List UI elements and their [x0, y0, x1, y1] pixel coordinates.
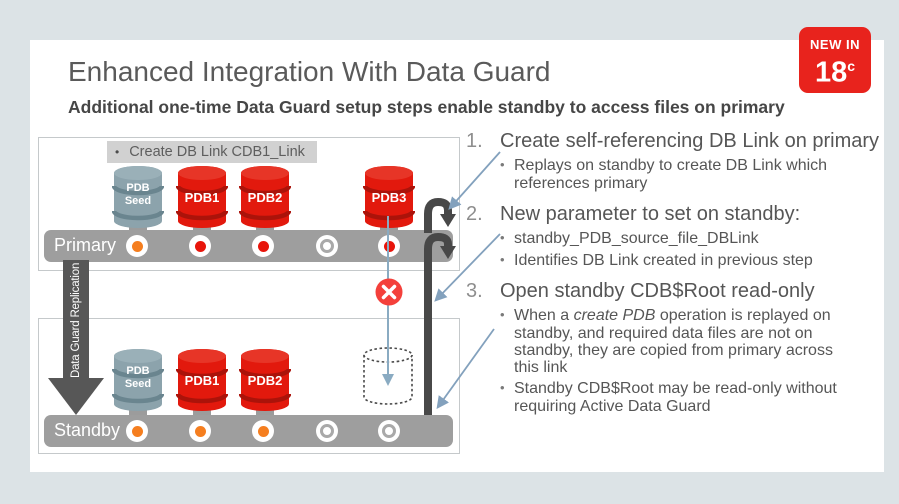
replication-arrow-label: Data Guard Replication	[70, 262, 82, 378]
database-cylinder-icon	[362, 166, 416, 236]
bullet-text-italic: create PDB	[573, 307, 656, 325]
status-dot-inner	[320, 239, 334, 253]
pdb-seed-cylinder-primary: PDB Seed	[111, 166, 165, 236]
step-2-bullet-2: Identifies DB Link created in previous s…	[500, 252, 844, 269]
status-dot-inner	[383, 240, 395, 252]
step-3-title: Open standby CDB$Root read-only	[500, 279, 815, 302]
step-1-bullet-1: Replays on standby to create DB Link whi…	[500, 157, 844, 192]
pdb-label: PDB1	[184, 373, 220, 388]
create-db-link-label: Create DB Link CDB1_Link	[107, 141, 317, 163]
bullet-text: standby_PDB_source_file_DBLink	[514, 230, 759, 248]
step-2-bullet-1: standby_PDB_source_file_DBLink	[500, 230, 844, 247]
step-3-bullet-1: When a create PDB operation is replayed …	[500, 307, 844, 376]
step-2: 2. New parameter to set on standby: stan…	[466, 202, 882, 269]
bullet-text: Standby CDB$Root may be read-only withou…	[514, 380, 837, 415]
step-1-number: 1.	[466, 130, 483, 152]
step-2-title: New parameter to set on standby:	[500, 202, 801, 225]
pdb-status-dot	[189, 235, 211, 257]
pdb-label: PDB Seed	[124, 365, 152, 391]
pdb-label: PDB2	[247, 190, 283, 205]
badge-line1: NEW IN	[810, 37, 860, 52]
pdb-label: PDB Seed	[124, 182, 152, 208]
status-dot-inner	[194, 240, 206, 252]
pdb2-cylinder-primary: PDB2	[238, 166, 292, 236]
pdb-label: PDB2	[247, 373, 283, 388]
status-dot-inner	[257, 240, 269, 252]
badge-version: 18c	[799, 52, 871, 87]
pdb-label: PDB1	[184, 190, 220, 205]
bullet-text: Replays on standby to create DB Link whi…	[514, 157, 828, 192]
database-cylinder-icon	[175, 166, 229, 236]
step-1-title: Create self-referencing DB Link on prima…	[500, 130, 880, 152]
pdb-seed-cylinder-standby: PDB Seed	[111, 349, 165, 419]
pdb-status-dot	[378, 420, 400, 442]
step-3-bullet-2: Standby CDB$Root may be read-only withou…	[500, 380, 844, 415]
pdb-status-dot	[316, 420, 338, 442]
bullet-text: When a	[514, 307, 574, 325]
bullet-text: Identifies DB Link created in previous s…	[514, 251, 813, 269]
pdb1-cylinder-standby: PDB1	[175, 349, 229, 419]
down-block-arrow-icon	[48, 260, 104, 415]
step-1: 1. Create self-referencing DB Link on pr…	[466, 130, 882, 192]
status-dot-inner	[382, 424, 396, 438]
pdb3-cylinder-primary: PDB3	[362, 166, 416, 236]
pdb-status-dot	[126, 420, 148, 442]
pdb-status-dot	[316, 235, 338, 257]
badge-version-suffix: c	[847, 58, 856, 74]
standby-bar-label: Standby	[54, 420, 121, 440]
pdb-status-dot	[378, 235, 400, 257]
pdb-status-dot	[252, 420, 274, 442]
status-dot-inner	[131, 425, 143, 437]
pdb1-cylinder-primary: PDB1	[175, 166, 229, 236]
step-2-number: 2.	[466, 202, 483, 225]
steps-list: 1. Create self-referencing DB Link on pr…	[466, 130, 882, 427]
status-dot-inner	[131, 240, 143, 252]
page-title: Enhanced Integration With Data Guard	[68, 56, 551, 87]
primary-bar: Primary	[44, 230, 453, 262]
database-cylinder-icon	[175, 349, 229, 419]
status-dot-inner	[320, 424, 334, 438]
pdb2-cylinder-standby: PDB2	[238, 349, 292, 419]
data-guard-replication-arrow: Data Guard Replication	[48, 260, 104, 415]
step-3: 3. Open standby CDB$Root read-only When …	[466, 279, 882, 415]
subtitle: Additional one-time Data Guard setup ste…	[68, 97, 785, 117]
standby-bar: Standby	[44, 415, 453, 447]
pdb-status-dot	[189, 420, 211, 442]
pdb-status-dot	[252, 235, 274, 257]
bullet-text: operation is replayed on standby, and re…	[514, 307, 833, 377]
database-cylinder-icon	[238, 349, 292, 419]
badge-version-number: 18	[814, 56, 848, 89]
status-dot-inner	[257, 425, 269, 437]
pdb-label: PDB3	[371, 190, 407, 205]
database-cylinder-icon	[238, 166, 292, 236]
pdb-status-dot	[126, 235, 148, 257]
primary-bar-label: Primary	[54, 235, 116, 255]
step-3-number: 3.	[466, 279, 483, 302]
new-in-18c-badge: NEW IN 18c	[799, 27, 871, 93]
status-dot-inner	[194, 425, 206, 437]
